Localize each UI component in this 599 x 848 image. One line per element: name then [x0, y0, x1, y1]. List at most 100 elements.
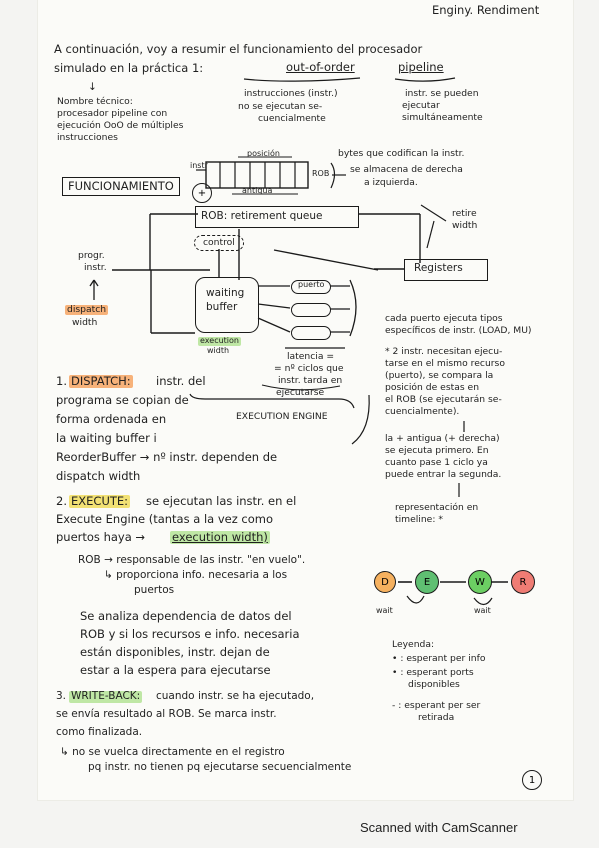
- right-note-2-line-4: posición de estas en: [385, 382, 480, 393]
- port-1-label: puerto: [298, 280, 325, 289]
- right-note-3-line-3: cuanto pase 1 ciclo ya: [385, 457, 488, 468]
- right-note-2-line-2: tarse en el mismo recurso: [385, 358, 505, 369]
- latency-2: = nº ciclos que: [274, 363, 344, 374]
- step-1-line-4: la waiting buffer i: [56, 431, 157, 445]
- arrow-down-1: ↓: [88, 81, 97, 93]
- rob-retirement-queue-box: [195, 206, 359, 228]
- step-2-line-3b: execution width): [170, 530, 270, 544]
- header-title: Enginy. Rendiment: [432, 3, 540, 17]
- retire-width-2: width: [452, 220, 478, 231]
- execution-width-1: execution: [198, 336, 241, 346]
- dependency-line-4: estar a la espera para ejecutarse: [80, 663, 271, 677]
- legend-item-1: • : esperant per info: [392, 653, 486, 664]
- dispatch-width-1: dispatch: [65, 304, 109, 316]
- control-label: control: [194, 235, 244, 252]
- note-oo-1: instrucciones (instr.): [244, 88, 338, 99]
- prog-instr-1: progr.: [78, 250, 105, 261]
- step-2-line-1: se ejecutan las instr. en el: [146, 494, 297, 508]
- step-3-number: 3.: [56, 690, 67, 702]
- stage-e-circle: E: [415, 570, 439, 594]
- execution-engine-label: EXECUTION ENGINE: [236, 411, 328, 422]
- step-1-line-2: programa se copian de: [56, 393, 189, 407]
- notebook-page: [38, 0, 573, 800]
- right-note-4-line-1: representación en: [395, 502, 479, 513]
- right-note-4-line-2: timeline: *: [395, 514, 443, 525]
- page-number: 1: [522, 770, 542, 790]
- step-3-label: WRITE-BACK:: [69, 690, 143, 703]
- rob-role-1: ROB → responsable de las instr. "en vuel…: [78, 554, 306, 566]
- legend-item-3b: retirada: [418, 712, 455, 723]
- right-note-3-line-4: puede entrar la segunda.: [385, 469, 502, 480]
- legend-item-3: - : esperant per ser: [392, 700, 481, 711]
- registers-label: Registers: [414, 262, 463, 274]
- rob-label-instr: instr: [190, 161, 208, 170]
- waiting-buffer-2: buffer: [206, 301, 238, 313]
- plus-circle-icon: +: [192, 183, 212, 203]
- tech-name-1: Nombre técnico:: [57, 96, 133, 107]
- latency-3: instr. tarda en: [278, 375, 343, 386]
- intro-term-pipeline: pipeline: [398, 60, 444, 74]
- rob-label-antigua: antigua: [242, 186, 273, 195]
- step-1-line-6: dispatch width: [56, 469, 141, 483]
- scanner-footer: Scanned with CamScanner: [360, 820, 518, 835]
- right-note-2-line-3: (puerto), se compara la: [385, 370, 494, 381]
- dispatch-width-2: width: [72, 317, 98, 328]
- rob-note-1: bytes que codifican la instr.: [338, 148, 465, 159]
- step-2-line-2: Execute Engine (tantas a la vez como: [56, 512, 274, 526]
- rob-note-3: a izquierda.: [364, 177, 418, 188]
- note-pipe-1: instr. se pueden: [405, 88, 479, 99]
- right-note-1-line-1: cada puerto ejecuta tipos: [385, 313, 503, 324]
- legend-item-2: • : esperant ports: [392, 667, 474, 678]
- note-pipe-2: ejecutar: [402, 100, 440, 111]
- dependency-line-3: están disponibles, instr. dejan de: [80, 645, 270, 659]
- port-3-box: [291, 326, 331, 340]
- step-1-label: DISPATCH:: [69, 374, 133, 388]
- tech-name-4: instrucciones: [57, 132, 118, 143]
- dependency-line-2: ROB y si los recursos e info. necesaria: [80, 627, 300, 641]
- right-note-2-line-6: cuencialmente).: [385, 406, 460, 417]
- rob-role-3: puertos: [134, 584, 175, 596]
- step-2-label: EXECUTE:: [69, 494, 131, 508]
- step-3-line-3: como finalizada.: [56, 726, 143, 738]
- rob-role-2: ↳ proporciona info. necesaria a los: [104, 569, 288, 581]
- step-1-line-1: instr. del: [156, 374, 206, 388]
- step-3-line-4: ↳ no se vuelca directamente en el regist…: [60, 746, 285, 758]
- stage-w-circle: W: [468, 570, 492, 594]
- rob-label-rob: ROB: [312, 169, 330, 178]
- wait-right-label: wait: [474, 606, 491, 615]
- stage-r-circle: R: [511, 570, 535, 594]
- right-note-3-line-1: la + antigua (+ derecha): [385, 433, 500, 444]
- waiting-buffer-box: [195, 277, 259, 333]
- legend-item-2b: disponibles: [408, 679, 460, 690]
- stage-d-circle: D: [374, 571, 396, 593]
- step-1-line-3: forma ordenada en: [56, 412, 167, 426]
- step-1-line-5: ReorderBuffer → nº instr. dependen de: [56, 450, 278, 464]
- rob-retirement-queue-label: ROB: retirement queue: [201, 210, 323, 222]
- step-3-line-2: se envía resultado al ROB. Se marca inst…: [56, 708, 277, 720]
- right-note-2-line-5: el ROB (se ejecutarán se-: [385, 394, 502, 405]
- step-3-line-5: pq instr. no tienen pq ejecutarse secuen…: [88, 761, 352, 773]
- retire-width-1: retire: [452, 208, 477, 219]
- rob-note-2: se almacena de derecha: [350, 164, 463, 175]
- port-1-box: [291, 280, 331, 294]
- intro-term-out-of-order: out-of-order: [286, 60, 355, 74]
- step-1-number: 1.: [56, 374, 67, 388]
- waiting-buffer-1: waiting: [206, 287, 245, 299]
- note-pipe-3: simultáneamente: [402, 112, 483, 123]
- registers-box: [404, 259, 488, 281]
- note-oo-3: cuencialmente: [258, 113, 326, 124]
- execution-width-2: width: [207, 346, 230, 355]
- right-note-3-line-2: se ejecuta primero. En: [385, 445, 489, 456]
- rob-label-position: posición: [247, 149, 280, 158]
- step-2-line-3: puertos haya →: [56, 530, 146, 544]
- tech-name-2: procesador pipeline con: [57, 108, 168, 119]
- prog-instr-2: instr.: [84, 262, 107, 273]
- note-oo-2: no se ejecutan se-: [238, 101, 323, 112]
- latency-4: ejecutarse: [276, 387, 325, 398]
- wait-left-label: wait: [376, 606, 393, 615]
- latency-1: latencia =: [287, 351, 335, 362]
- intro-line-2-left: simulado en la práctica 1:: [54, 61, 204, 75]
- legend-title: Leyenda:: [392, 639, 435, 650]
